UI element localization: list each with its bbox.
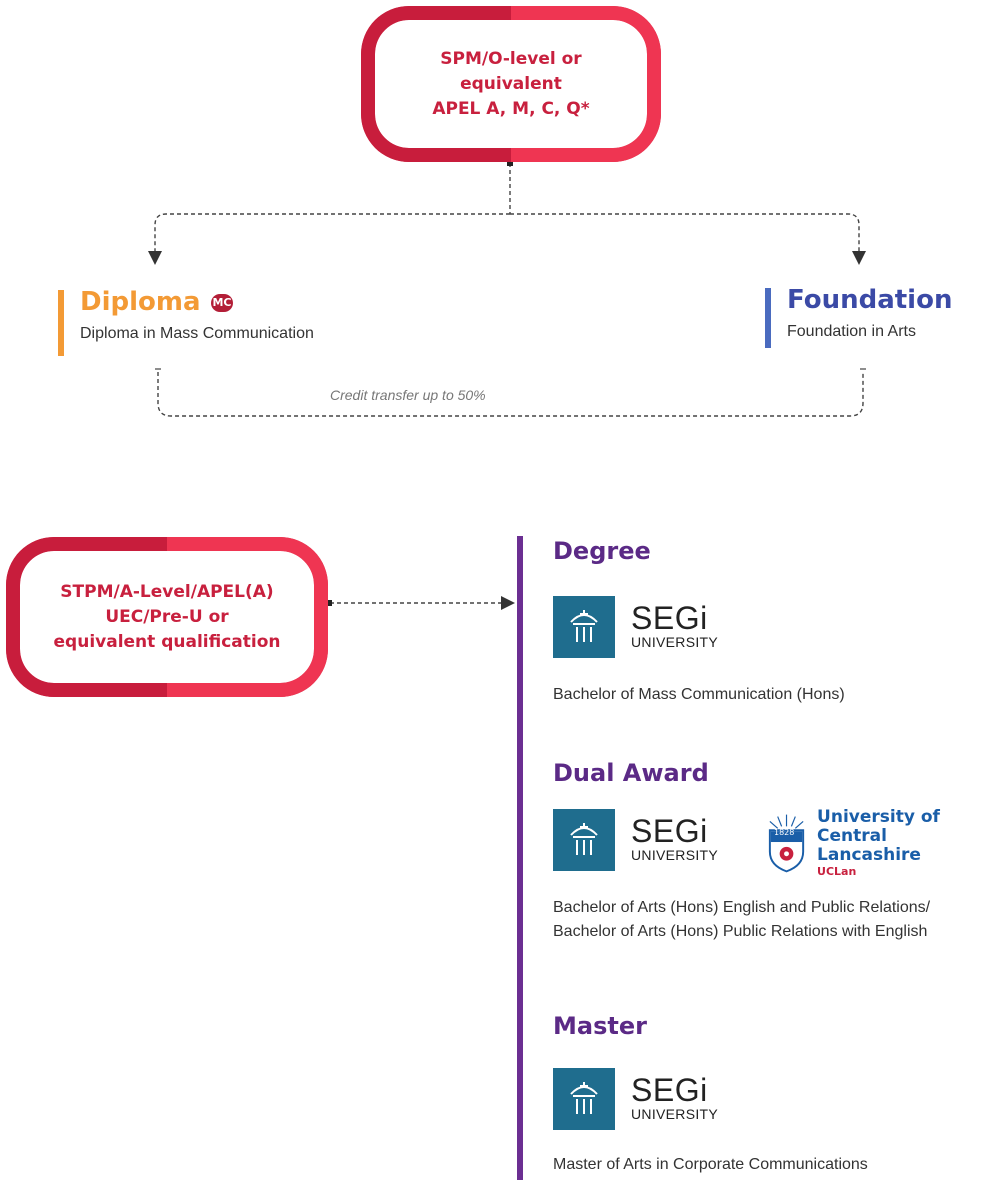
connector-split-left — [148, 213, 510, 265]
segi-university-logo: SEGi UNIVERSITY — [553, 1068, 718, 1130]
dual-award-heading: Dual Award — [553, 759, 709, 787]
foundation-title: Foundation — [787, 285, 953, 315]
segi-logo-name: SEGi — [631, 1072, 708, 1108]
entry-bottom-line-1: STPM/A-Level/APEL(A) — [60, 581, 274, 602]
entry-requirement-stpm-box: STPM/A-Level/APEL(A) UEC/Pre-U or equiva… — [6, 537, 328, 697]
segi-logo-subtitle: UNIVERSITY — [631, 847, 719, 863]
dual-award-program-line-1: Bachelor of Arts (Hons) English and Publ… — [553, 899, 931, 916]
segi-logo-name: SEGi — [631, 813, 708, 849]
foundation-accent-bar — [765, 288, 771, 348]
entry-bottom-line-3: equivalent qualification — [53, 631, 281, 652]
entry-requirement-spm-text: SPM/O-level or equivalent APEL A, M, C, … — [432, 47, 589, 122]
diploma-subtitle: Diploma in Mass Communication — [80, 325, 314, 342]
connector-split-right — [510, 213, 866, 265]
degree-heading: Degree — [553, 537, 651, 565]
segi-logo-subtitle: UNIVERSITY — [631, 1106, 719, 1122]
credit-transfer-label: Credit transfer up to 50% — [330, 387, 486, 403]
uclan-name-line-1: University of — [817, 807, 940, 827]
master-program: Master of Arts in Corporate Communicatio… — [553, 1156, 868, 1173]
dual-award-program: Bachelor of Arts (Hons) English and Publ… — [553, 896, 930, 944]
segi-emblem-icon — [553, 596, 615, 658]
entry-top-line-2: equivalent — [460, 73, 562, 94]
credit-transfer-bracket — [157, 372, 864, 417]
segi-university-logo: SEGi UNIVERSITY — [553, 809, 718, 871]
uclan-logo: 1828 University of Central Lancashire UC… — [764, 808, 993, 878]
dual-award-program-line-2: Bachelor of Arts (Hons) Public Relations… — [553, 923, 928, 940]
segi-logo-subtitle: UNIVERSITY — [631, 634, 719, 650]
pathway-vertical-bar — [517, 536, 523, 1180]
entry-top-line-3: APEL A, M, C, Q* — [432, 98, 590, 119]
entry-requirement-spm-box: SPM/O-level or equivalent APEL A, M, C, … — [361, 6, 661, 162]
degree-program: Bachelor of Mass Communication (Hons) — [553, 686, 845, 703]
uclan-short-name: UCLan — [817, 865, 857, 878]
foundation-subtitle: Foundation in Arts — [787, 323, 916, 340]
mass-communication-badge: MC — [210, 294, 233, 312]
master-heading: Master — [553, 1012, 647, 1040]
segi-emblem-icon — [553, 809, 615, 871]
diploma-accent-bar — [58, 290, 64, 356]
entry-top-line-1: SPM/O-level or — [440, 48, 582, 69]
diploma-title: Diploma — [80, 287, 201, 317]
entry-bottom-line-2: UEC/Pre-U or — [105, 606, 229, 627]
segi-university-logo: SEGi UNIVERSITY — [553, 596, 718, 658]
diploma-block: Diploma MC Diploma in Mass Communication — [80, 287, 314, 343]
entry-requirement-stpm-text: STPM/A-Level/APEL(A) UEC/Pre-U or equiva… — [54, 580, 281, 655]
segi-emblem-icon — [553, 1068, 615, 1130]
segi-logo-name: SEGi — [631, 600, 708, 636]
foundation-block: Foundation Foundation in Arts — [787, 285, 952, 341]
uclan-name-line-2: Central Lancashire — [817, 826, 921, 865]
uclan-year: 1828 — [774, 828, 795, 837]
uclan-crest-icon — [768, 814, 805, 873]
